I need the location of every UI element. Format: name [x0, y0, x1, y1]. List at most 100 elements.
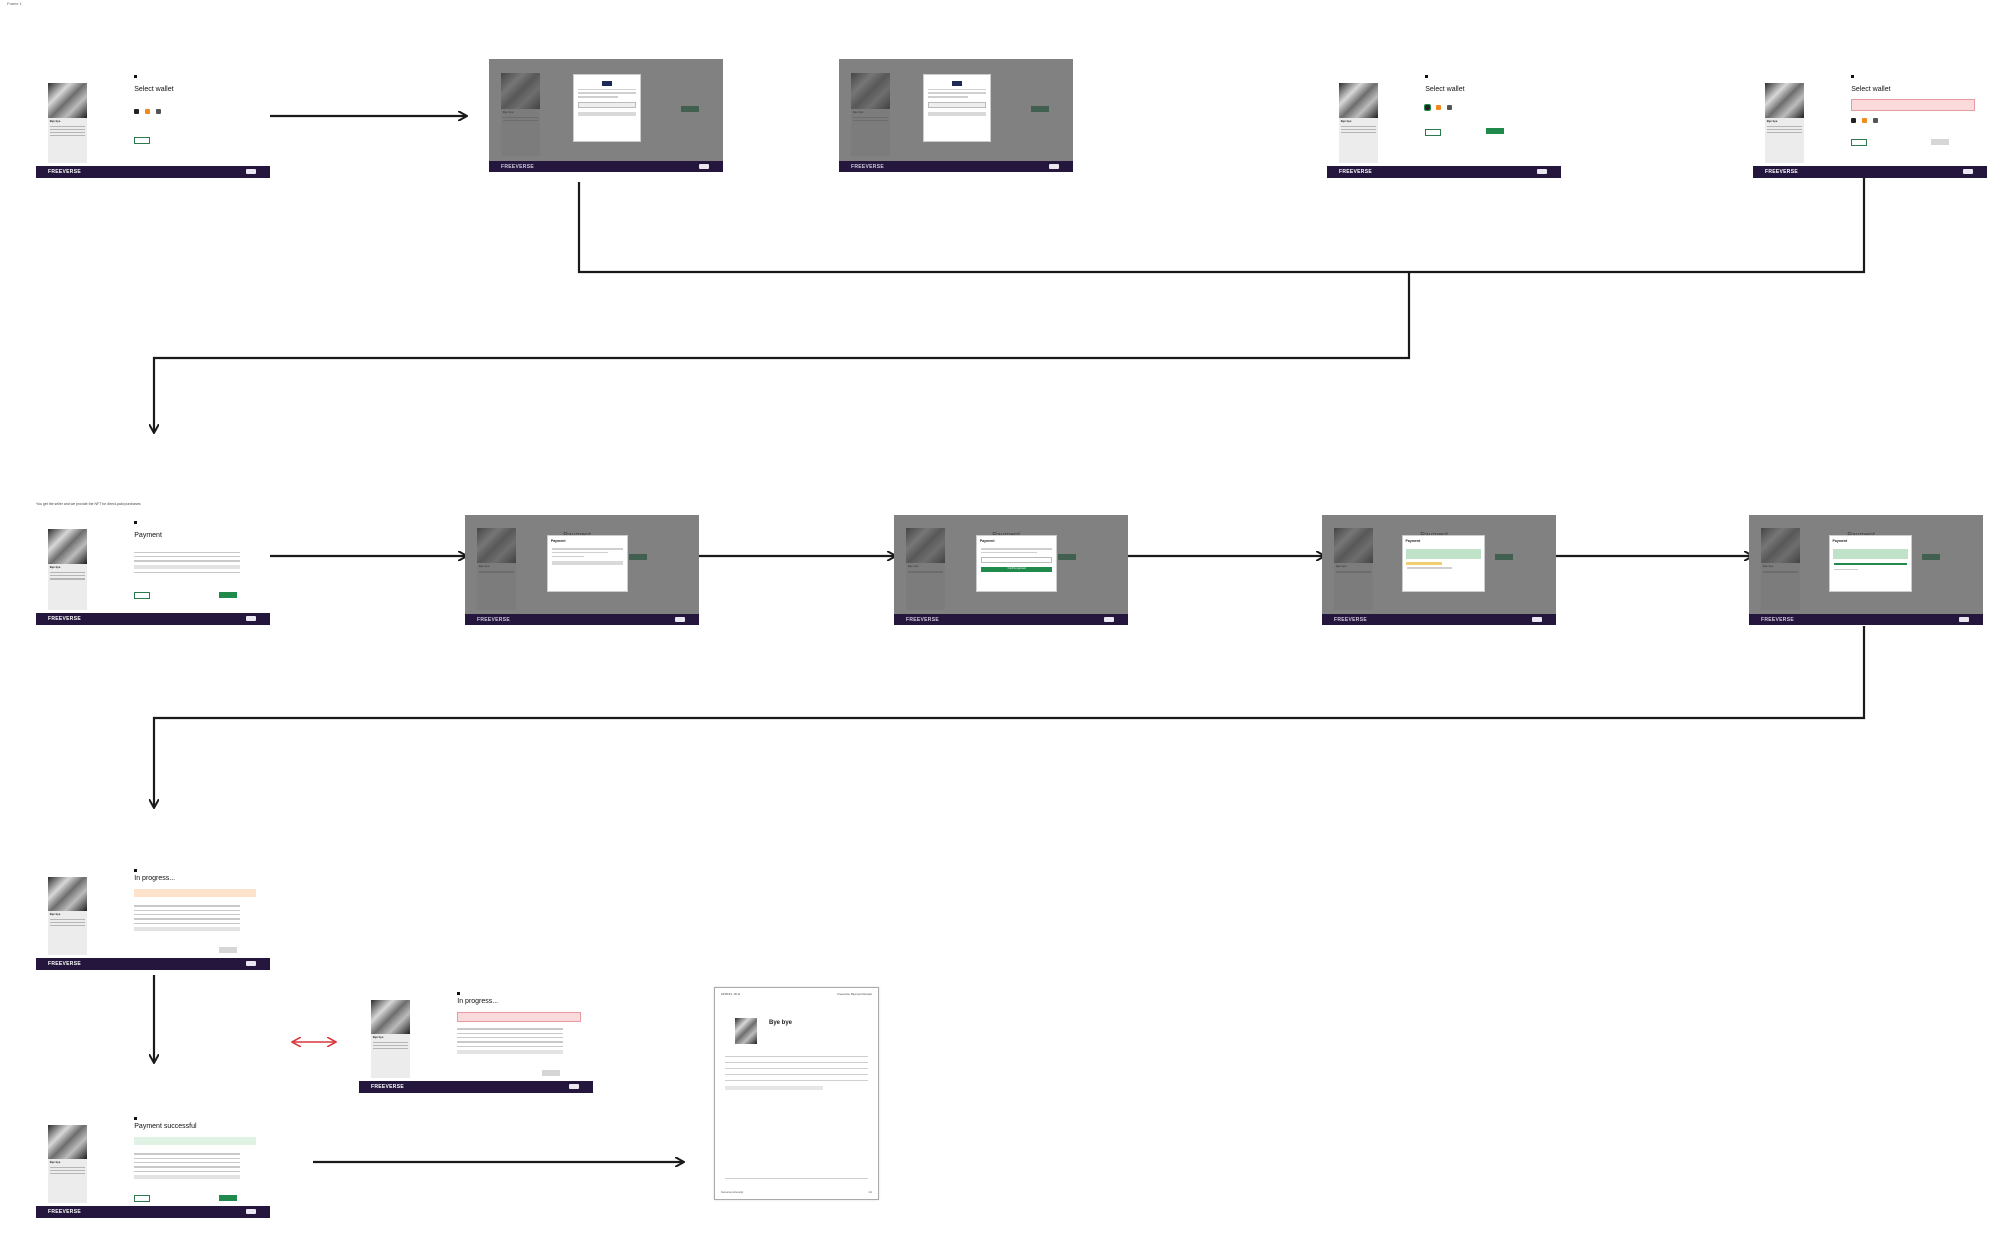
brand-logo: FREEVERSE: [48, 1209, 81, 1215]
wallet-icon[interactable]: [1873, 117, 1879, 123]
wallet-icon[interactable]: [1851, 117, 1857, 123]
brand-logo: FREEVERSE: [1334, 617, 1367, 623]
screen-payment-successful: Bye bye Payment successful FREEVERSE: [36, 1112, 270, 1218]
receipt-date: 18/05/23, 18:11: [721, 992, 741, 996]
connector-down-row3: [154, 626, 1866, 807]
metamask-icon[interactable]: [1436, 104, 1442, 110]
screen-select-wallet: Bye bye Select wallet FREEVERSE: [36, 70, 270, 178]
screen-in-progress-error: Bye bye In progress... FREEVERSE: [359, 987, 593, 1093]
screen-title: Select wallet: [134, 86, 174, 94]
artwork-name: Bye bye: [49, 564, 61, 569]
continue-button[interactable]: [1486, 128, 1505, 135]
screen-wallet-selected: Bye bye Select wallet FREEVERSE: [1327, 70, 1561, 178]
email-field[interactable]: [578, 101, 636, 108]
continue-button-disabled: [1930, 139, 1949, 146]
wallet-icon[interactable]: [1424, 103, 1432, 111]
go-to-gallery-button[interactable]: [218, 1194, 237, 1201]
artwork-name: Bye bye: [49, 1159, 61, 1164]
receipt-artwork-image: [735, 1018, 757, 1044]
screen-payment-modal-progress: Bye bye Payment Payment FREEVERSE: [1749, 515, 1983, 625]
success-alert: [1405, 548, 1482, 559]
confirm-payment-button-disabled: [551, 561, 624, 566]
success-alert: [1832, 548, 1909, 559]
screen-title: Select wallet: [1851, 86, 1891, 94]
payment-modal: Payment Confirm payment: [975, 534, 1058, 592]
modal-title: Payment: [1405, 538, 1421, 543]
submit-button[interactable]: [928, 111, 986, 116]
row-note: You get the seller and we provide the NF…: [36, 502, 141, 506]
pay-button[interactable]: [218, 592, 237, 599]
brand-logo: FREEVERSE: [48, 616, 81, 622]
submit-button[interactable]: [578, 111, 636, 116]
artwork-image: [47, 82, 88, 118]
receipt-title: Bye bye: [769, 1020, 793, 1026]
metamask-icon[interactable]: [145, 108, 151, 114]
screen-title: Payment successful: [134, 1122, 197, 1130]
screen-in-progress: Bye bye In progress... FREEVERSE: [36, 864, 270, 970]
artwork-name: Bye bye: [49, 118, 61, 123]
brand-logo: FREEVERSE: [1339, 169, 1372, 175]
screen-title: Payment: [134, 532, 162, 540]
back-button[interactable]: [134, 136, 151, 144]
artwork-name: Bye bye: [1340, 118, 1352, 123]
screen-title: In progress...: [134, 874, 176, 882]
wallet-icon[interactable]: [1447, 104, 1453, 110]
wallet-logo-icon: [951, 80, 962, 86]
brand-logo: FREEVERSE: [48, 961, 81, 967]
brand-logo: FREEVERSE: [48, 169, 81, 175]
wallet-modal: [923, 73, 991, 143]
artwork-name: Bye bye: [49, 911, 61, 916]
receipt-url: freeverse.io/receipt: [721, 1191, 744, 1194]
connector-down-row2: [154, 272, 1411, 432]
error-alert: [1851, 99, 1975, 112]
screen-wallet-modal-code: Bye bye FREEVERSE: [839, 59, 1073, 172]
warning-alert: [1405, 561, 1443, 565]
back-button[interactable]: [1425, 129, 1442, 137]
pending-alert: [134, 889, 256, 898]
receipt-page: 1/1: [868, 1191, 872, 1194]
connector-loop-top: [577, 178, 1866, 274]
modal-title: Payment: [550, 538, 566, 543]
wallet-modal: [573, 73, 641, 143]
artwork-name: Bye bye: [372, 1034, 384, 1039]
back-button[interactable]: [134, 592, 151, 600]
code-field[interactable]: [928, 101, 986, 108]
brand-logo: FREEVERSE: [851, 164, 884, 170]
success-alert: [134, 1137, 256, 1146]
back-button[interactable]: [1851, 139, 1868, 147]
wallet-icon[interactable]: [156, 108, 162, 114]
confirm-payment-button[interactable]: Confirm payment: [980, 566, 1053, 572]
progress-bar: [1833, 562, 1908, 565]
brand-logo: FREEVERSE: [477, 617, 510, 623]
top-note: [134, 75, 139, 78]
payment-modal: Payment: [1828, 534, 1913, 592]
view-details-button-disabled: [218, 946, 237, 953]
screen-title: In progress...: [457, 997, 499, 1005]
screen-wallet-error: Bye bye Select wallet FREEVERSE: [1753, 70, 1987, 178]
frame-label: Frame 1: [7, 1, 22, 6]
view-receipt-button[interactable]: [134, 1194, 151, 1202]
footer-controls[interactable]: [246, 169, 256, 174]
screen-payment-modal-filled: Bye bye Payment Payment Confirm payment …: [894, 515, 1128, 625]
receipt-document: 18/05/23, 18:11 Freeverse Payment Receip…: [714, 987, 879, 1200]
screen-title: Select wallet: [1425, 86, 1465, 94]
receipt-heading: Freeverse Payment Receipt: [837, 992, 872, 996]
brand-logo: FREEVERSE: [501, 164, 534, 170]
footer: FREEVERSE: [36, 166, 270, 178]
screen-payment-modal-confirmed: Bye bye Payment Payment FREEVERSE: [1322, 515, 1556, 625]
wallet-logo-icon: [601, 80, 612, 86]
modal-title: Payment: [979, 538, 995, 543]
metamask-icon[interactable]: [1862, 117, 1868, 123]
error-alert: [457, 1012, 581, 1023]
wallet-icon[interactable]: [134, 108, 140, 114]
wallet-options: [134, 108, 162, 114]
artwork-sidebar: Bye bye: [47, 117, 88, 163]
brand-logo: FREEVERSE: [1761, 617, 1794, 623]
payment-modal: Payment: [546, 534, 629, 592]
screen-payment-modal: Bye bye Payment Payment FREEVERSE: [465, 515, 699, 625]
retry-button-disabled: [541, 1069, 560, 1076]
password-field[interactable]: [980, 557, 1053, 563]
artwork-name: Bye bye: [1766, 118, 1778, 123]
